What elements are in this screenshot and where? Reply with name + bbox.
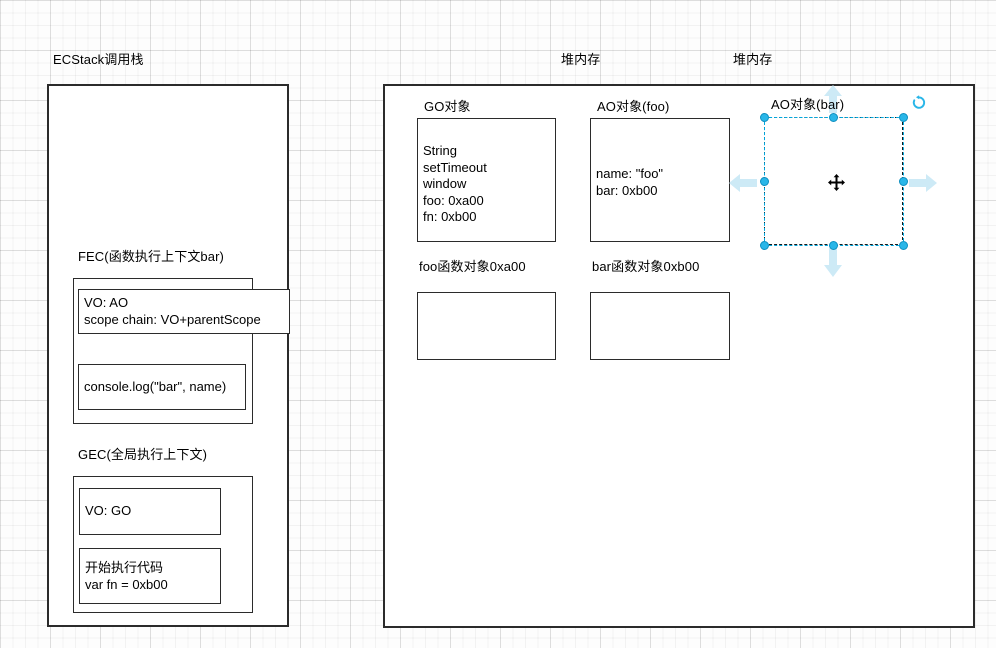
go-object-title: GO对象 [424,99,471,114]
direction-arrow-left-icon[interactable] [728,172,758,194]
resize-handle-middle-right[interactable] [898,176,908,186]
resize-handle-top-left[interactable] [759,112,769,122]
resize-handle-bottom-left[interactable] [759,240,769,250]
resize-handle-top-right[interactable] [898,112,908,122]
resize-handle-middle-left[interactable] [759,176,769,186]
fec-title-label: FEC(函数执行上下文bar) [78,249,224,264]
ao-foo-title: AO对象(foo) [597,99,670,114]
ao-foo-text: name: "foo" bar: 0xb00 [596,166,664,198]
gec-code-box[interactable]: 开始执行代码 var fn = 0xb00 [79,548,221,604]
go-object-box[interactable]: String setTimeout window foo: 0xa00 fn: … [417,118,556,242]
bar-fn-box[interactable] [590,292,730,360]
rotate-handle-icon[interactable] [911,95,927,111]
foo-fn-box[interactable] [417,292,556,360]
direction-arrow-up-icon[interactable] [822,84,844,114]
go-object-text: String setTimeout window foo: 0xa00 fn: … [423,143,487,224]
resize-handle-top-center[interactable] [829,112,838,122]
gec-vo-box[interactable]: VO: GO [79,488,221,535]
gec-vo-text: VO: GO [85,503,132,518]
direction-arrow-right-icon[interactable] [908,172,938,194]
heap-label-left: 堆内存 [561,52,601,67]
foo-fn-title: foo函数对象0xa00 [419,259,526,274]
fec-code-box[interactable]: console.log("bar", name) [78,364,246,410]
ecstack-title-label: ECStack调用栈 [53,52,144,67]
fec-code-text: console.log("bar", name) [84,379,227,394]
ao-bar-title: AO对象(bar) [771,97,845,112]
move-handle-icon[interactable] [828,174,845,191]
ao-foo-box[interactable]: name: "foo" bar: 0xb00 [590,118,730,242]
resize-handle-bottom-center[interactable] [829,240,838,250]
bar-fn-title: bar函数对象0xb00 [592,259,700,274]
direction-arrow-down-icon[interactable] [822,246,844,278]
resize-handle-bottom-right[interactable] [898,240,908,250]
heap-label-right: 堆内存 [733,52,773,67]
gec-title-label: GEC(全局执行上下文) [78,447,208,462]
fec-vo-text: VO: AO scope chain: VO+parentScope [84,295,261,327]
fec-vo-box[interactable]: VO: AO scope chain: VO+parentScope [78,289,290,334]
gec-code-text: 开始执行代码 var fn = 0xb00 [85,560,168,592]
